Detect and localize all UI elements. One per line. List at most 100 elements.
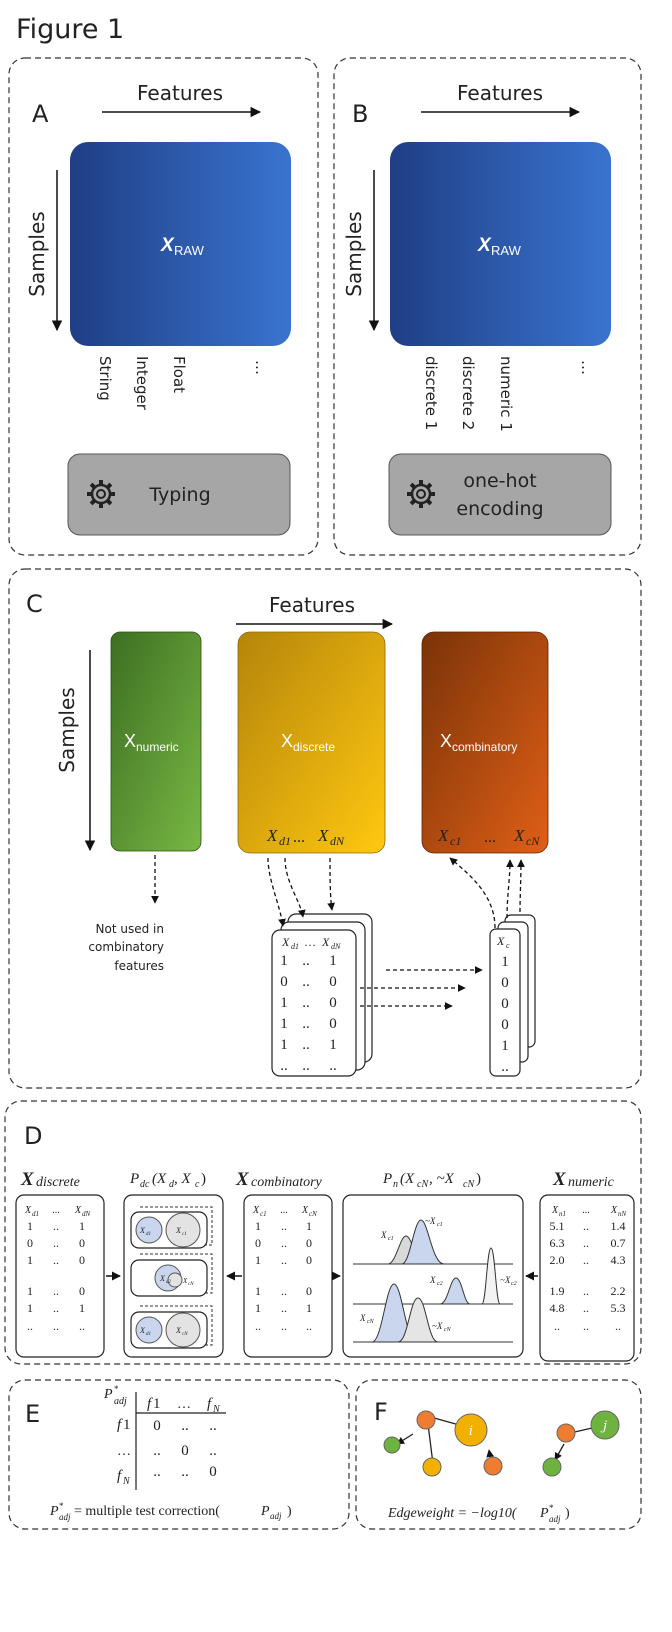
table-header: X <box>74 1205 82 1216</box>
e-matrix-cell: .. <box>181 1418 189 1434</box>
table-cell: .. <box>79 1319 85 1333</box>
panel-e-letter: E <box>25 1400 40 1428</box>
combinatory-matrix <box>421 631 549 854</box>
panel-a-typing-label: Typing <box>148 484 210 506</box>
table-cell: 0.7 <box>611 1236 626 1250</box>
e-row-h3-sub: N <box>122 1476 131 1487</box>
distributions: X c1 ~X c1 X c2 ~X c2 X cN ~X cN <box>353 1216 517 1343</box>
e-col-h3: f <box>207 1396 213 1412</box>
discrete-matrix-symbol: X <box>281 731 293 751</box>
table-header: ... <box>582 1205 590 1216</box>
dist-label-1-sub: c1 <box>388 1236 394 1242</box>
stack-cell: .. <box>302 1016 310 1032</box>
venn-2-left-sub: d2 <box>166 1280 172 1285</box>
table-cell: 1 <box>255 1284 261 1298</box>
table-cell: 0 <box>306 1236 312 1250</box>
figure-title: Figure 1 <box>16 14 124 45</box>
stack-rows: 1..10..01..01..01..1...... <box>280 953 337 1074</box>
table-cell: .. <box>615 1319 621 1333</box>
dist-label-4-sub: c2 <box>511 1281 517 1287</box>
discrete-first-col-sub: d1 <box>279 834 291 848</box>
venn-2-right: X <box>182 1277 188 1285</box>
stack-header-a-sub: d1 <box>291 942 299 951</box>
pn-mid: , ~X <box>429 1171 455 1187</box>
dist-label-6-sub: cN <box>444 1327 452 1333</box>
title-discrete: X <box>20 1169 35 1190</box>
table-cell: 1.4 <box>611 1219 626 1233</box>
node-i-label: i <box>469 1424 473 1439</box>
table-cell: 1 <box>27 1253 33 1267</box>
table-cell: 1 <box>27 1284 33 1298</box>
e-formula-eq: = multiple test correction( <box>74 1504 220 1519</box>
combinatory-last-col: X <box>513 826 525 845</box>
table-cell: 1 <box>255 1219 261 1233</box>
table-header: X <box>301 1205 309 1216</box>
node-orange <box>483 1456 503 1476</box>
panel-c: C Features Samples X numeric X discrete … <box>8 568 642 1089</box>
panel-a-col-label-1: String <box>96 356 114 401</box>
e-matrix-cell: 0 <box>153 1418 161 1434</box>
e-row-h1-sub: 1 <box>123 1417 131 1433</box>
stack-cell: .. <box>280 1058 288 1074</box>
table-cell: .. <box>281 1319 287 1333</box>
f-formula-lhs: Edgeweight = −log10( <box>387 1506 518 1521</box>
title-combinatory-sub: combinatory <box>251 1175 323 1190</box>
table-cell: .. <box>53 1236 59 1250</box>
node-j-label: j <box>600 1419 607 1434</box>
venn-1-right: X <box>175 1226 182 1235</box>
venn-3-right: X <box>175 1326 182 1335</box>
table-cell: .. <box>583 1236 589 1250</box>
table-cell: .. <box>281 1253 287 1267</box>
dist-label-3-sub: c2 <box>437 1281 443 1287</box>
table-cell: 0 <box>27 1236 33 1250</box>
combinatory-matrix-symbol: X <box>440 731 452 751</box>
table-cell: 5.3 <box>611 1301 626 1315</box>
e-corner-sup: * <box>114 1384 119 1394</box>
table-header-sub: dN <box>82 1210 91 1218</box>
table-cell: .. <box>554 1319 560 1333</box>
e-row-h1: f <box>117 1417 123 1433</box>
panel-e: E P * adj f 1 … f N f 1 … f N 0......0..… <box>8 1379 350 1530</box>
stack-cell: 1 <box>280 1016 288 1032</box>
col-value: 0 <box>501 996 509 1012</box>
panel-a-typing-box <box>67 453 291 536</box>
e-matrix-cell: .. <box>181 1464 189 1480</box>
table-cell: 4.8 <box>550 1301 565 1315</box>
e-row-h2: … <box>117 1444 131 1459</box>
discrete-first-col: X <box>266 826 278 845</box>
table-cell: 0 <box>79 1284 85 1298</box>
panel-b-matrix-sub: RAW <box>491 243 522 258</box>
pdc-mid: , X <box>174 1171 192 1187</box>
col-header: X <box>496 934 505 948</box>
e-col-h1-sub: 1 <box>153 1396 161 1412</box>
stack-cell: .. <box>329 1058 337 1074</box>
e-corner-p: P <box>103 1387 113 1402</box>
discrete-last-col: X <box>317 826 329 845</box>
stack-card-front <box>271 929 357 1077</box>
table-header: ... <box>280 1205 288 1216</box>
e-matrix-cell: .. <box>153 1464 161 1480</box>
panel-f: F i j Edgeweight = −log10( P * adj ) <box>355 1379 642 1530</box>
node-orange <box>416 1410 436 1430</box>
venn-1: X d1 X c1 <box>130 1206 213 1249</box>
node-j <box>590 1410 620 1440</box>
table-header-sub: n1 <box>559 1210 566 1218</box>
title-discrete-sub: discrete <box>36 1175 80 1190</box>
numeric-table <box>539 1194 635 1362</box>
table-cell: 0 <box>306 1253 312 1267</box>
not-used-line-3: features <box>114 959 164 973</box>
col-card-front <box>489 928 521 1077</box>
table-cell: .. <box>255 1319 261 1333</box>
table-cell: 0 <box>306 1284 312 1298</box>
panel-b-encoding-line-2: encoding <box>456 498 543 520</box>
venn-3-left-sub: d1 <box>146 1332 151 1337</box>
not-used-line-2: combinatory <box>88 940 164 954</box>
table-header: X <box>252 1205 260 1216</box>
panel-a-col-label-3: Float <box>170 356 188 393</box>
venn-3-right-sub: cN <box>182 1332 188 1337</box>
table-header-sub: d1 <box>32 1210 39 1218</box>
pdc-a2: c <box>195 1179 200 1190</box>
